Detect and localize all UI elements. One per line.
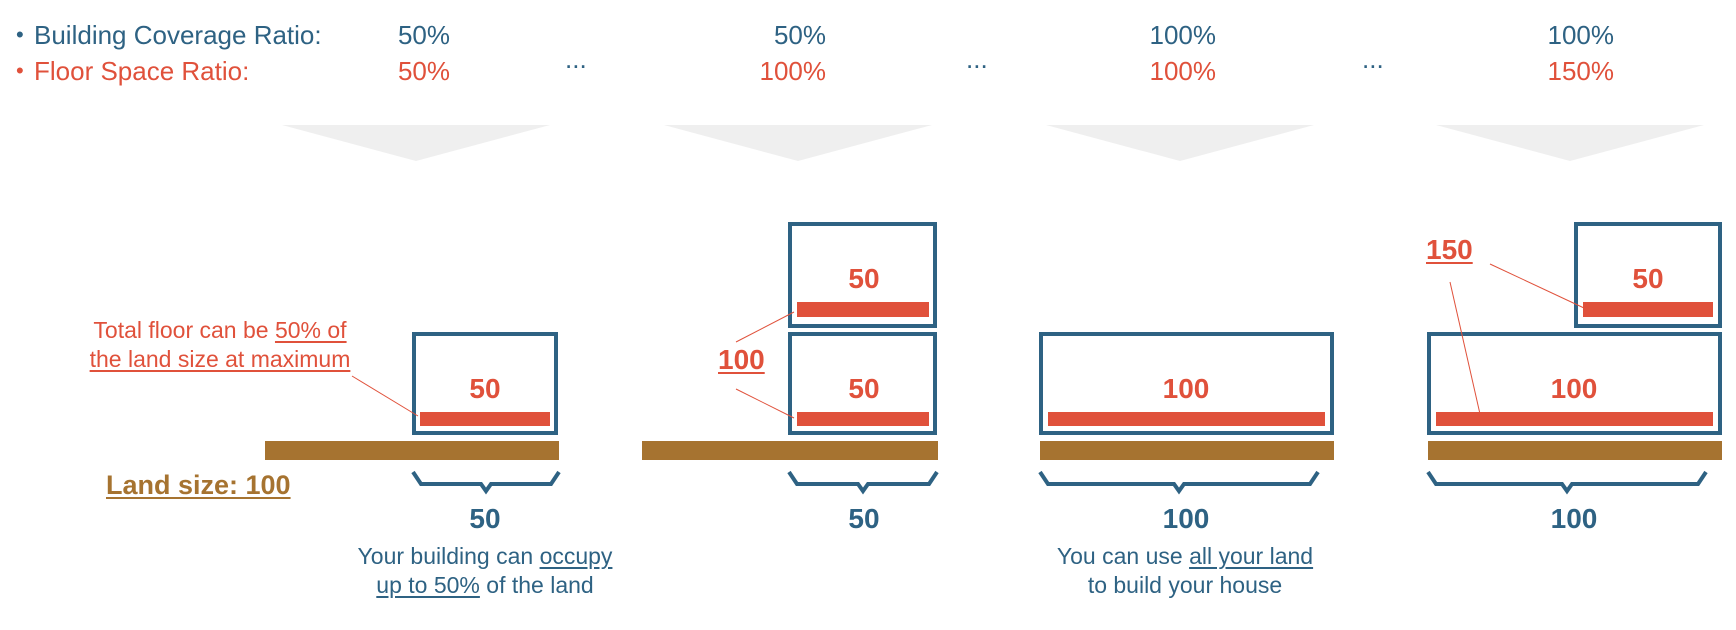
land-bar-4 xyxy=(1428,441,1722,460)
occupy-note: Your building can occupy up to 50% of th… xyxy=(357,543,613,598)
building-frame-4-floor-1 xyxy=(1427,332,1722,435)
floor-slab-4-2 xyxy=(1583,302,1713,317)
all-land-note: You can use all your land to build your … xyxy=(1056,543,1314,598)
ellipsis-1: ... xyxy=(565,44,587,74)
fsr-label: Floor Space Ratio: xyxy=(34,56,250,86)
land-size-label: Land size: 100 xyxy=(106,470,291,500)
width-brace-1 xyxy=(411,470,561,495)
ellipsis-3: ... xyxy=(1362,44,1384,74)
land-bar-3 xyxy=(1040,441,1334,460)
fsr-value-1: 50% xyxy=(397,56,450,86)
ellipsis-2: ... xyxy=(966,44,988,74)
leader-line-4b xyxy=(1449,281,1481,415)
bcr-value-4: 100% xyxy=(1547,20,1615,50)
floor-value-2-2: 50 xyxy=(848,263,879,294)
width-brace-4 xyxy=(1426,470,1708,495)
width-value-3: 100 xyxy=(1163,503,1210,534)
width-brace-3 xyxy=(1038,470,1320,495)
width-value-4: 100 xyxy=(1551,503,1598,534)
land-bar-2 xyxy=(642,441,938,460)
total-floor-value-4: 150 xyxy=(1426,234,1473,265)
building-frame-3-floor-1 xyxy=(1039,332,1334,435)
leader-line-1 xyxy=(351,375,419,417)
building-frame-4-floor-2 xyxy=(1574,222,1722,328)
building-frame-2-floor-1 xyxy=(788,332,937,435)
land-bar-1 xyxy=(265,441,559,460)
arrow-down-1 xyxy=(282,125,550,161)
floor-slab-2-2 xyxy=(797,302,929,317)
arrow-down-3 xyxy=(1046,125,1314,161)
width-brace-2 xyxy=(787,470,939,495)
total-floor-value-2: 100 xyxy=(718,344,765,375)
floor-slab-2-1 xyxy=(797,412,929,426)
fsr-bullet: • xyxy=(16,58,24,83)
floor-value-4-1: 100 xyxy=(1551,373,1598,404)
bcr-bullet: • xyxy=(16,22,24,47)
bcr-value-3: 100% xyxy=(1149,20,1217,50)
building-frame-2-floor-2 xyxy=(788,222,937,328)
bcr-value-2: 50% xyxy=(773,20,826,50)
leader-line-4a xyxy=(1489,263,1585,309)
width-value-1: 50 xyxy=(469,503,500,534)
arrow-down-4 xyxy=(1436,125,1704,161)
width-value-2: 50 xyxy=(848,503,879,534)
bcr-value-1: 50% xyxy=(397,20,450,50)
floor-value-2-1: 50 xyxy=(848,373,879,404)
floor-value-1-1: 50 xyxy=(469,373,500,404)
total-floor-note: Total floor can be 50% of the land size … xyxy=(89,317,351,372)
building-frame-1-floor-1 xyxy=(412,332,558,435)
fsr-value-4: 150% xyxy=(1547,56,1615,86)
leader-line-2a xyxy=(735,311,795,343)
arrow-down-2 xyxy=(664,125,932,161)
bcr-label: Building Coverage Ratio: xyxy=(34,20,322,50)
floor-value-3-1: 100 xyxy=(1163,373,1210,404)
floor-slab-4-1 xyxy=(1436,412,1713,426)
floor-value-4-2: 50 xyxy=(1632,263,1663,294)
fsr-value-2: 100% xyxy=(759,56,827,86)
floor-slab-3-1 xyxy=(1048,412,1325,426)
fsr-value-3: 100% xyxy=(1149,56,1217,86)
leader-line-2b xyxy=(735,388,795,419)
floor-slab-1-1 xyxy=(420,412,550,426)
